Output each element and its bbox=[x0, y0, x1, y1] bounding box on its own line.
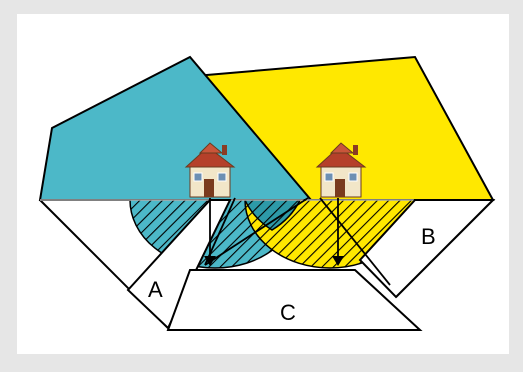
region-c bbox=[166, 269, 423, 331]
arrow-head-right bbox=[332, 256, 344, 266]
label-c: C bbox=[280, 300, 296, 325]
house-icon bbox=[315, 142, 367, 198]
ray-left-3 bbox=[204, 197, 309, 266]
label-a: A bbox=[148, 277, 163, 302]
house-icon bbox=[184, 142, 236, 198]
arrow-head-left bbox=[204, 256, 216, 266]
ray-left-2 bbox=[204, 197, 236, 266]
ray-right-2 bbox=[319, 197, 391, 286]
label-b: B bbox=[421, 224, 436, 249]
region-b bbox=[358, 199, 496, 299]
